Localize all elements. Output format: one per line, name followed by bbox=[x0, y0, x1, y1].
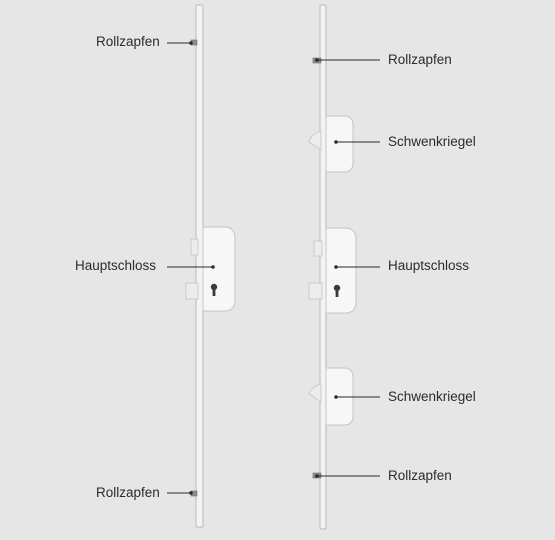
label-right-schwenkriegel-bottom: Schwenkriegel bbox=[388, 389, 476, 404]
label-right-rollzapfen-top: Rollzapfen bbox=[388, 52, 452, 67]
label-left-rollzapfen-bottom: Rollzapfen bbox=[96, 485, 160, 500]
right-hook-bolt-top bbox=[308, 115, 354, 173]
left-faceplate-bar bbox=[195, 4, 204, 528]
left-main-lock-case bbox=[202, 226, 236, 312]
right-main-lock bbox=[308, 227, 357, 314]
right-lock-assembly bbox=[308, 4, 380, 530]
label-right-schwenkriegel-top: Schwenkriegel bbox=[388, 134, 476, 149]
label-right-hauptschloss: Hauptschloss bbox=[388, 258, 470, 273]
right-hook-bolt-top-case bbox=[325, 115, 354, 173]
left-lock-assembly bbox=[167, 4, 236, 528]
left-main-lock-latch bbox=[185, 282, 199, 300]
right-main-lock-case bbox=[325, 227, 357, 314]
label-left-hauptschloss: Hauptschloss bbox=[75, 258, 157, 273]
left-keyhole-icon bbox=[210, 283, 218, 296]
right-main-lock-latch bbox=[308, 282, 323, 300]
right-faceplate-bar bbox=[319, 4, 327, 530]
right-hook-bolt-bottom-hook bbox=[308, 383, 322, 403]
left-main-lock bbox=[185, 226, 236, 312]
right-hook-bolt-top-hook bbox=[308, 130, 322, 151]
label-left-rollzapfen-top: Rollzapfen bbox=[96, 34, 160, 49]
right-keyhole-icon bbox=[333, 284, 341, 297]
label-right-rollzapfen-bottom: Rollzapfen bbox=[388, 468, 452, 483]
left-main-lock-bolt bbox=[190, 238, 199, 256]
right-main-lock-bolt bbox=[313, 240, 323, 257]
